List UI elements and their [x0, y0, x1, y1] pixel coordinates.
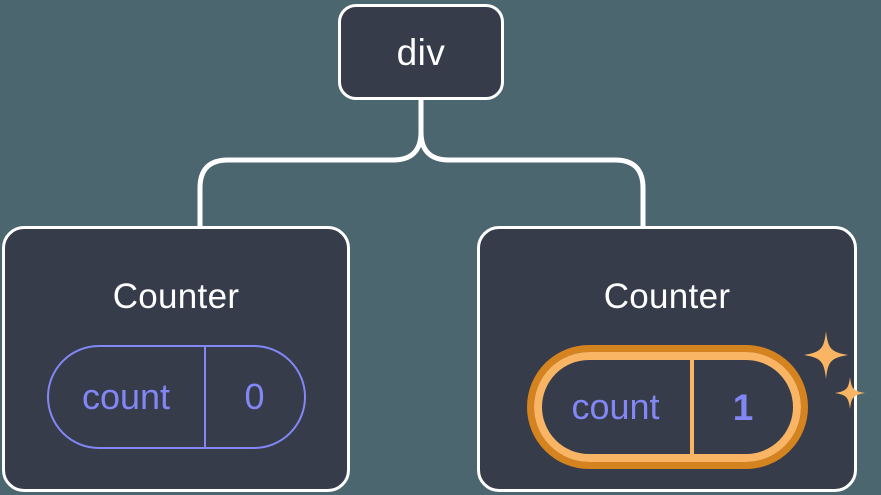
state-pill-right-inner: count 1 [533, 352, 801, 462]
state-value-label-right: 1 [732, 386, 754, 428]
state-key-label-right: count [571, 386, 660, 427]
state-key-label-left: count [81, 376, 171, 417]
node-counter-right[interactable]: Counter count 1 [477, 226, 865, 492]
state-key-cell-left: count [49, 347, 206, 447]
state-key-cell-right: count [542, 360, 694, 454]
state-value-cell-right: 1 [694, 360, 793, 454]
node-div[interactable]: div [338, 4, 504, 100]
state-pill-wrapper-left: count 0 [46, 345, 306, 449]
node-div-label: div [396, 31, 446, 73]
sparkles-icon [803, 331, 865, 409]
node-counter-right-title: Counter [603, 277, 731, 316]
state-value-cell-left: 0 [206, 347, 304, 447]
state-value-label-left: 0 [244, 376, 265, 417]
state-pill-left[interactable]: count 0 [46, 345, 306, 449]
node-counter-left-title: Counter [112, 277, 240, 316]
state-pill-wrapper-right: count 1 [526, 331, 865, 469]
node-counter-left[interactable]: Counter count 0 [2, 226, 350, 492]
state-pill-right[interactable]: count 1 [526, 345, 808, 469]
